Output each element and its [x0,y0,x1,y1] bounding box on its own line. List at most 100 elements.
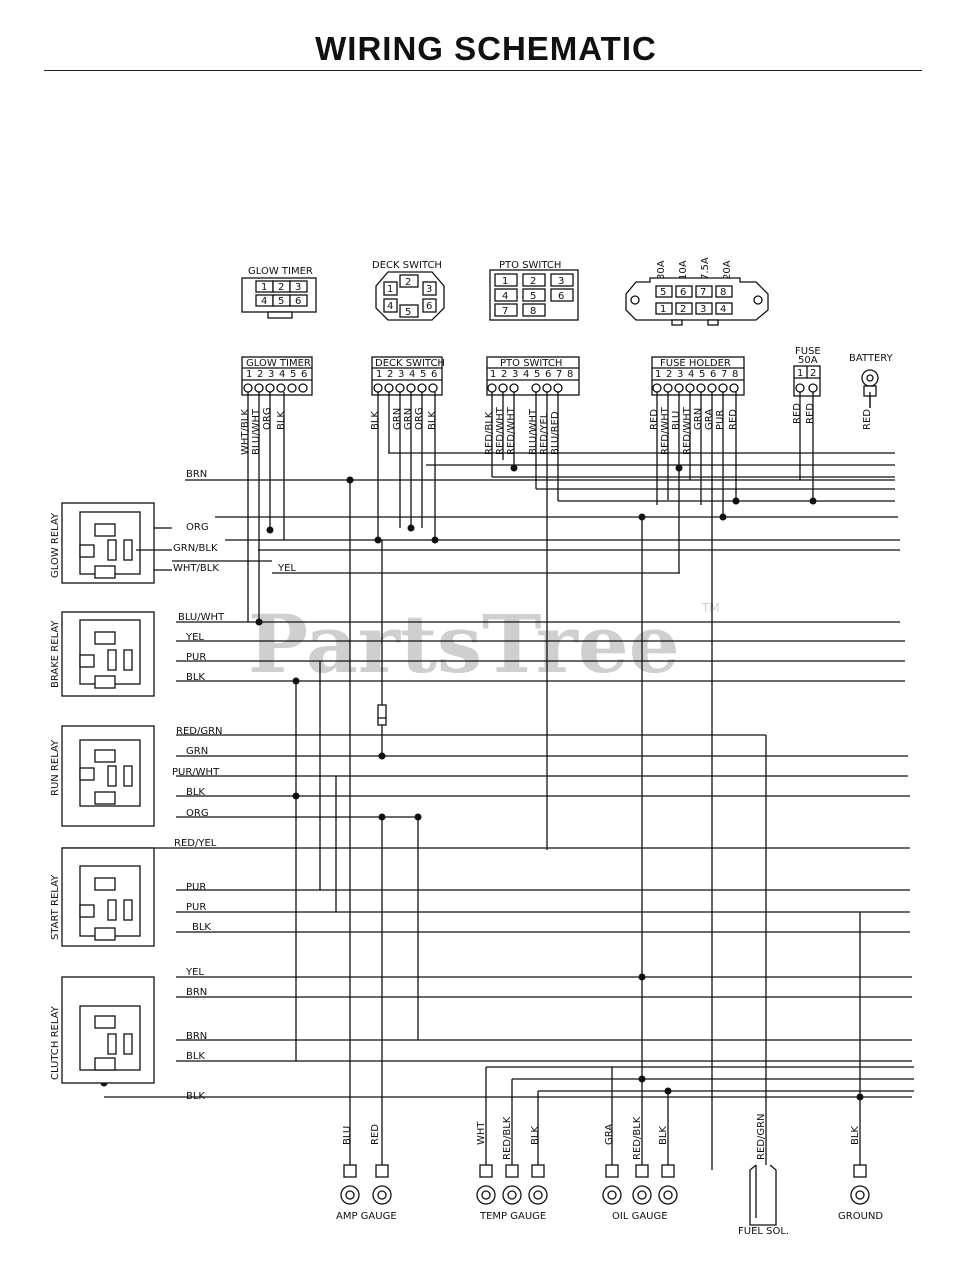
fh-wire-3: BLU [671,411,682,430]
gt-view-pin-4: 4 [261,296,267,307]
amp-gauge-wire-blu: BLU [342,1126,353,1145]
fuse-50a-block: FUSE 50A 1 2 RED RED [792,346,821,424]
ds-view-pin-2: 2 [405,277,411,288]
fuse-50a-pin-1: 1 [797,368,803,379]
run-relay-label: RUN RELAY [50,739,61,796]
gt-view-pin-3: 3 [295,282,301,293]
glow-timer-connector-view: GLOW TIMER 1 2 3 4 5 6 [241,266,317,319]
ds-wire-5: ORG [414,407,425,430]
watermark: PartsTree [248,597,680,691]
start-relay-wire-red-yel: RED/YEL [174,838,217,849]
temp-gauge-wire-red-blk: RED/BLK [502,1116,513,1160]
ds-pin-6: 6 [431,369,437,380]
brake-relay-wire-blk: BLK [186,672,205,683]
pto-pin-5: 5 [534,369,540,380]
ds-pin-4: 4 [409,369,415,380]
fh-pin-8: 8 [732,369,738,380]
fh-pin-1: 1 [655,369,661,380]
bus-wires [62,452,914,1098]
pto-view-pin-6: 6 [558,291,564,302]
deck-switch-terminal-block: DECK SWITCH 1 2 3 4 5 6 BLK GRN GRN ORG … [370,356,445,430]
gt-view-pin-2: 2 [278,282,284,293]
fb-top-pin-5: 5 [660,287,666,298]
fb-top-pin-8: 8 [720,287,726,298]
fuse-50a-label: FUSE [795,346,821,357]
fuel-sol-wire-red-grn: RED/GRN [756,1113,767,1160]
gt-view-pin-1: 1 [261,282,267,293]
brake-relay-wire-blu-wht: BLU/WHT [178,612,225,623]
pto-switch-terminal-block: PTO SWITCH 1 2 3 4 5 6 7 8 RED/BLK RED/W… [484,356,580,455]
fuse-50a-rating: 50A [798,355,818,366]
gt-wire-4: BLK [276,411,287,430]
start-relay-wire-pur-2: PUR [186,902,206,913]
fb-top-pin-6: 6 [680,287,686,298]
pto-switch-connector-view: PTO SWITCH 1 2 3 4 5 6 7 8 [489,260,579,321]
ds-wire-3: GRN [392,408,403,430]
pto-view-pin-8: 8 [530,306,536,317]
pto-wire-1: RED/BLK [484,411,495,455]
fuse-holder-terminal-block: FUSE HOLDER 1 2 3 4 5 6 7 8 RED RED/WHT … [649,356,745,455]
battery-wire: RED [862,409,873,430]
pto-pin-3: 3 [512,369,518,380]
temp-gauge-label: TEMP GAUGE [479,1211,546,1222]
pto-pin-1: 1 [490,369,496,380]
ds-pin-1: 1 [376,369,382,380]
deck-switch-view-label: DECK SWITCH [372,260,442,271]
gt-pin-3: 3 [268,369,274,380]
clutch-relay: CLUTCH RELAY YEL BRN BRN BLK BLK [50,967,207,1102]
fuse-50a-wire-2: RED [805,403,816,424]
deck-switch-connector-view: DECK SWITCH 2 1 3 4 6 5 [372,260,445,321]
fuse-block-view: 30A 10A 7.5A 20A 5 6 7 8 1 2 3 4 [625,257,769,326]
oil-gauge-wire-red-blk: RED/BLK [632,1116,643,1160]
clutch-relay-wire-brn-1: BRN [186,987,207,998]
glow-timer-terminal-block: GLOW TIMER 1 2 3 4 5 6 WHT/BLK BLU/WHT O… [240,356,313,455]
deck-switch-block-label: DECK SWITCH [375,358,445,369]
gt-pin-5: 5 [290,369,296,380]
fuse-50a-wire-1: RED [792,403,803,424]
oil-gauge-label: OIL GAUGE [612,1211,668,1222]
clutch-relay-wire-yel: YEL [185,967,204,978]
run-relay-wire-red-grn: RED/GRN [176,726,223,737]
fb-bottom-pin-3: 3 [700,304,706,315]
ds-view-pin-6: 6 [426,301,432,312]
brake-relay-wire-yel: YEL [185,632,204,643]
fh-wire-8: RED [728,409,739,430]
pto-pin-2: 2 [501,369,507,380]
pto-wire-7: BLU/RED [550,411,561,455]
gt-pin-1: 1 [246,369,252,380]
ds-wire-4: GRN [403,408,414,430]
pto-view-pin-4: 4 [502,291,508,302]
pto-wire-6: RED/YEL [539,412,550,455]
gt-pin-6: 6 [301,369,307,380]
pto-view-pin-5: 5 [530,291,536,302]
pto-switch-block-label: PTO SWITCH [500,358,562,369]
fh-wire-6: GRA [704,409,715,430]
start-relay-label: START RELAY [50,874,61,940]
pto-switch-view-label: PTO SWITCH [499,260,561,271]
pto-wire-5: BLU/WHT [528,408,539,455]
start-relay-wire-pur-1: PUR [186,882,206,893]
fh-pin-5: 5 [699,369,705,380]
fb-bottom-pin-4: 4 [720,304,726,315]
fuel-sol-label: FUEL SOL. [738,1226,789,1237]
pto-pin-8: 8 [567,369,573,380]
pto-wire-3: RED/WHT [506,406,517,455]
temp-gauge-wire-blk: BLK [530,1126,541,1145]
clutch-relay-wire-blk-2: BLK [186,1091,205,1102]
pto-view-pin-3: 3 [558,276,564,287]
gt-pin-4: 4 [279,369,285,380]
glow-timer-block-label: GLOW TIMER [246,358,311,369]
clutch-relay-wire-blk-1: BLK [186,1051,205,1062]
fuse-rating-7-5a: 7.5A [700,257,711,280]
fh-pin-4: 4 [688,369,694,380]
pto-view-pin-1: 1 [502,276,508,287]
ground-label: GROUND [838,1211,883,1222]
fuse-50a-pin-2: 2 [810,368,816,379]
glow-relay: GLOW RELAY BRN ORG GRN/BLK WHT/BLK YEL [50,469,296,584]
fuse-rating-20a: 20A [722,260,733,280]
glow-relay-label: GLOW RELAY [50,512,61,578]
oil-gauge-wire-gra: GRA [604,1124,615,1145]
fh-wire-4: RED/WHT [682,406,693,455]
page-title: WIRING SCHEMATIC [315,30,657,67]
